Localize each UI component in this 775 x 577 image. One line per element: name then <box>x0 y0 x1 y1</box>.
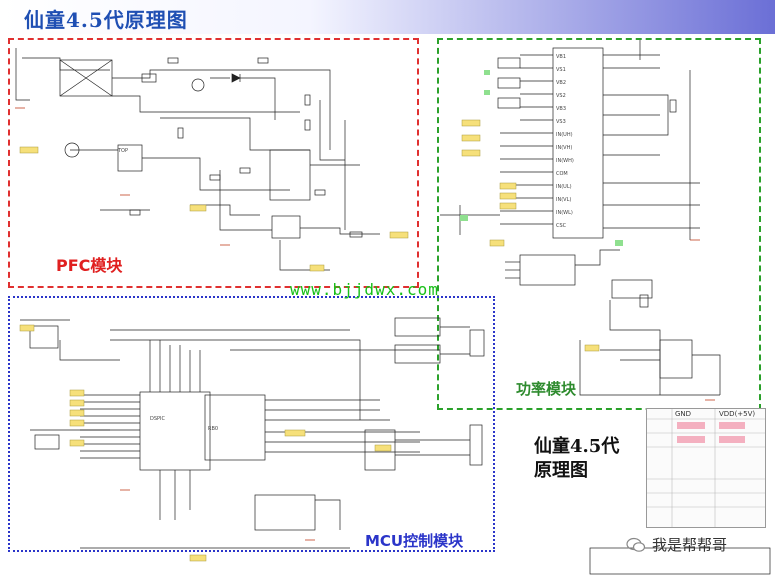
svg-text:CSC: CSC <box>556 223 567 229</box>
pfc-module-frame <box>8 38 419 288</box>
pin-table-col-gnd: GND <box>675 410 692 418</box>
svg-text:IN(UL): IN(UL) <box>556 184 572 190</box>
side-title-line1: 仙童4.5代 <box>534 436 620 457</box>
wechat-icon <box>626 537 646 553</box>
watermark-url: www.bjjdwx.com <box>290 280 439 299</box>
svg-text:VS1: VS1 <box>556 67 566 73</box>
svg-text:IN(WH): IN(WH) <box>556 158 574 164</box>
pfc-module-label: PFC模块 <box>56 256 123 275</box>
svg-text:TOP: TOP <box>117 148 128 154</box>
svg-text:VB1: VB1 <box>556 54 566 60</box>
side-title-line2: 原理图 <box>534 460 588 481</box>
pin-table: GND VDD(+5V) <box>646 408 766 528</box>
svg-text:IN(VL): IN(VL) <box>556 197 571 203</box>
page-title: 仙童4.5代原理图 <box>24 8 188 32</box>
svg-text:RB0: RB0 <box>208 426 218 432</box>
mcu-module-frame <box>8 296 495 552</box>
svg-text:VB3: VB3 <box>556 106 566 112</box>
svg-text:VS2: VS2 <box>556 93 566 99</box>
side-title: 仙童4.5代 原理图 <box>534 435 619 483</box>
svg-text:IN(VH): IN(VH) <box>556 145 572 151</box>
mcu-module-label: MCU控制模块 <box>365 532 464 550</box>
pin-table-col-vdd: VDD(+5V) <box>719 410 756 418</box>
wechat-badge: 我是帮帮哥 <box>626 534 727 555</box>
svg-text:VS3: VS3 <box>556 119 566 125</box>
svg-text:DSPIC: DSPIC <box>150 416 166 422</box>
svg-text:IN(WL): IN(WL) <box>556 210 573 216</box>
power-module-label: 功率模块 <box>516 380 577 398</box>
wechat-account-name: 我是帮帮哥 <box>652 536 728 554</box>
svg-text:VB2: VB2 <box>556 80 566 86</box>
power-module-frame <box>437 38 761 410</box>
svg-text:IN(UH): IN(UH) <box>556 132 573 138</box>
title-bar <box>0 0 775 34</box>
pin-table-grid <box>647 409 765 527</box>
svg-text:COM: COM <box>556 171 568 177</box>
